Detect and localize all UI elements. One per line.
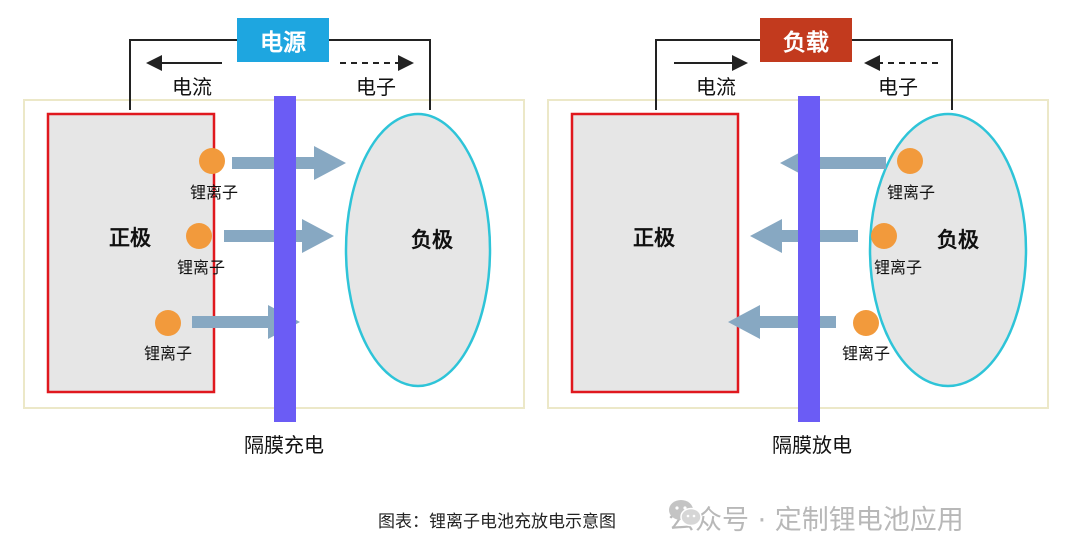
ion-arrow <box>192 305 300 339</box>
watermark-text: 公众号 · 定制锂电池应用 <box>668 505 964 536</box>
ion-label: 锂离子 <box>177 258 225 277</box>
separator-label: 隔膜充电 <box>244 433 324 457</box>
separator <box>274 96 296 422</box>
lithium-ions: 锂离子 锂离子 锂离子 <box>144 148 238 363</box>
ion-label: 锂离子 <box>144 344 192 363</box>
source-box <box>237 18 329 62</box>
electron-label: 电子 <box>356 75 396 99</box>
electron-label: 电子 <box>878 75 918 99</box>
lithium-ion <box>155 310 181 336</box>
ion-label: 锂离子 <box>190 183 238 202</box>
current-label: 电流 <box>172 75 212 99</box>
source-title: 电源 <box>260 30 306 56</box>
current-label: 电流 <box>696 75 736 99</box>
watermark: 公众号 · 定制锂电池应用 <box>668 498 964 537</box>
ion-arrow <box>728 305 836 339</box>
wechat-icon <box>669 500 702 527</box>
separator-label: 隔膜放电 <box>772 433 852 457</box>
anode <box>868 112 1028 388</box>
lithium-ions: 锂离子 锂离子 锂离子 <box>842 148 935 363</box>
discharging-panel: 负载 电流 电子 正极 负极 隔膜放电 锂离子 锂离子 锂离子 <box>547 18 1049 457</box>
cathode <box>46 112 216 394</box>
lithium-ion <box>199 148 225 174</box>
anode-label: 负极 <box>937 228 980 252</box>
cathode-label: 正极 <box>109 226 152 250</box>
charging-panel: 电源 电流 电子 正极 负极 隔膜充电 锂离子 锂离子 锂离子 <box>23 18 525 457</box>
lithium-ion <box>871 223 897 249</box>
ion-label: 锂离子 <box>874 258 922 277</box>
load-box <box>760 18 852 62</box>
cathode <box>570 112 740 394</box>
figure-caption: 图表：锂离子电池充放电示意图 <box>378 512 616 532</box>
ion-label: 锂离子 <box>887 183 935 202</box>
anode-label: 负极 <box>411 228 454 252</box>
lithium-ion <box>853 310 879 336</box>
cathode-label: 正极 <box>633 226 676 250</box>
separator <box>798 96 820 422</box>
lithium-ion <box>897 148 923 174</box>
lithium-ion <box>186 223 212 249</box>
load-title: 负载 <box>783 30 829 56</box>
ion-label: 锂离子 <box>842 344 890 363</box>
anode <box>344 112 492 388</box>
